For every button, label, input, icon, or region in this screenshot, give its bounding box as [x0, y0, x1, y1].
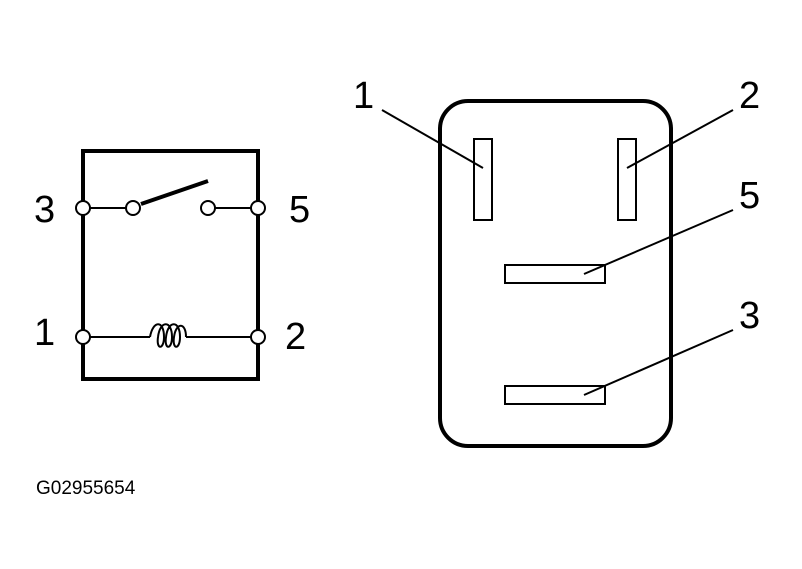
- pin-1-leader: [381, 109, 484, 169]
- schematic-frame: [81, 149, 260, 381]
- terminal-1-label: 1: [34, 312, 55, 354]
- relay-connector: 1 2 5 3: [353, 75, 760, 448]
- switch-contact: [83, 179, 258, 216]
- pin-1-blade: [473, 138, 493, 221]
- pin-3-label: 3: [739, 295, 760, 337]
- relay-schematic: 3 5 1 2: [34, 149, 310, 381]
- terminal-3-label: 3: [34, 189, 55, 231]
- pin-2-label: 2: [739, 75, 760, 117]
- terminal-5-label: 5: [289, 189, 310, 231]
- pin-2-blade: [617, 138, 637, 221]
- pin-1-label: 1: [353, 75, 374, 117]
- connector-housing: [438, 99, 673, 448]
- figure-id: G02955654: [36, 478, 136, 499]
- terminal-2-label: 2: [285, 316, 306, 358]
- terminal-3-dot: [75, 200, 91, 216]
- pin-5-label: 5: [739, 175, 760, 217]
- pin-3-blade: [504, 385, 606, 405]
- pin-5-leader: [583, 209, 734, 275]
- terminal-5-dot: [250, 200, 266, 216]
- pin-2-leader: [626, 109, 734, 169]
- pin-5-blade: [504, 264, 606, 284]
- relay-coil: [83, 323, 258, 348]
- terminal-1-dot: [75, 329, 91, 345]
- pin-3-leader: [583, 329, 734, 396]
- terminal-2-dot: [250, 329, 266, 345]
